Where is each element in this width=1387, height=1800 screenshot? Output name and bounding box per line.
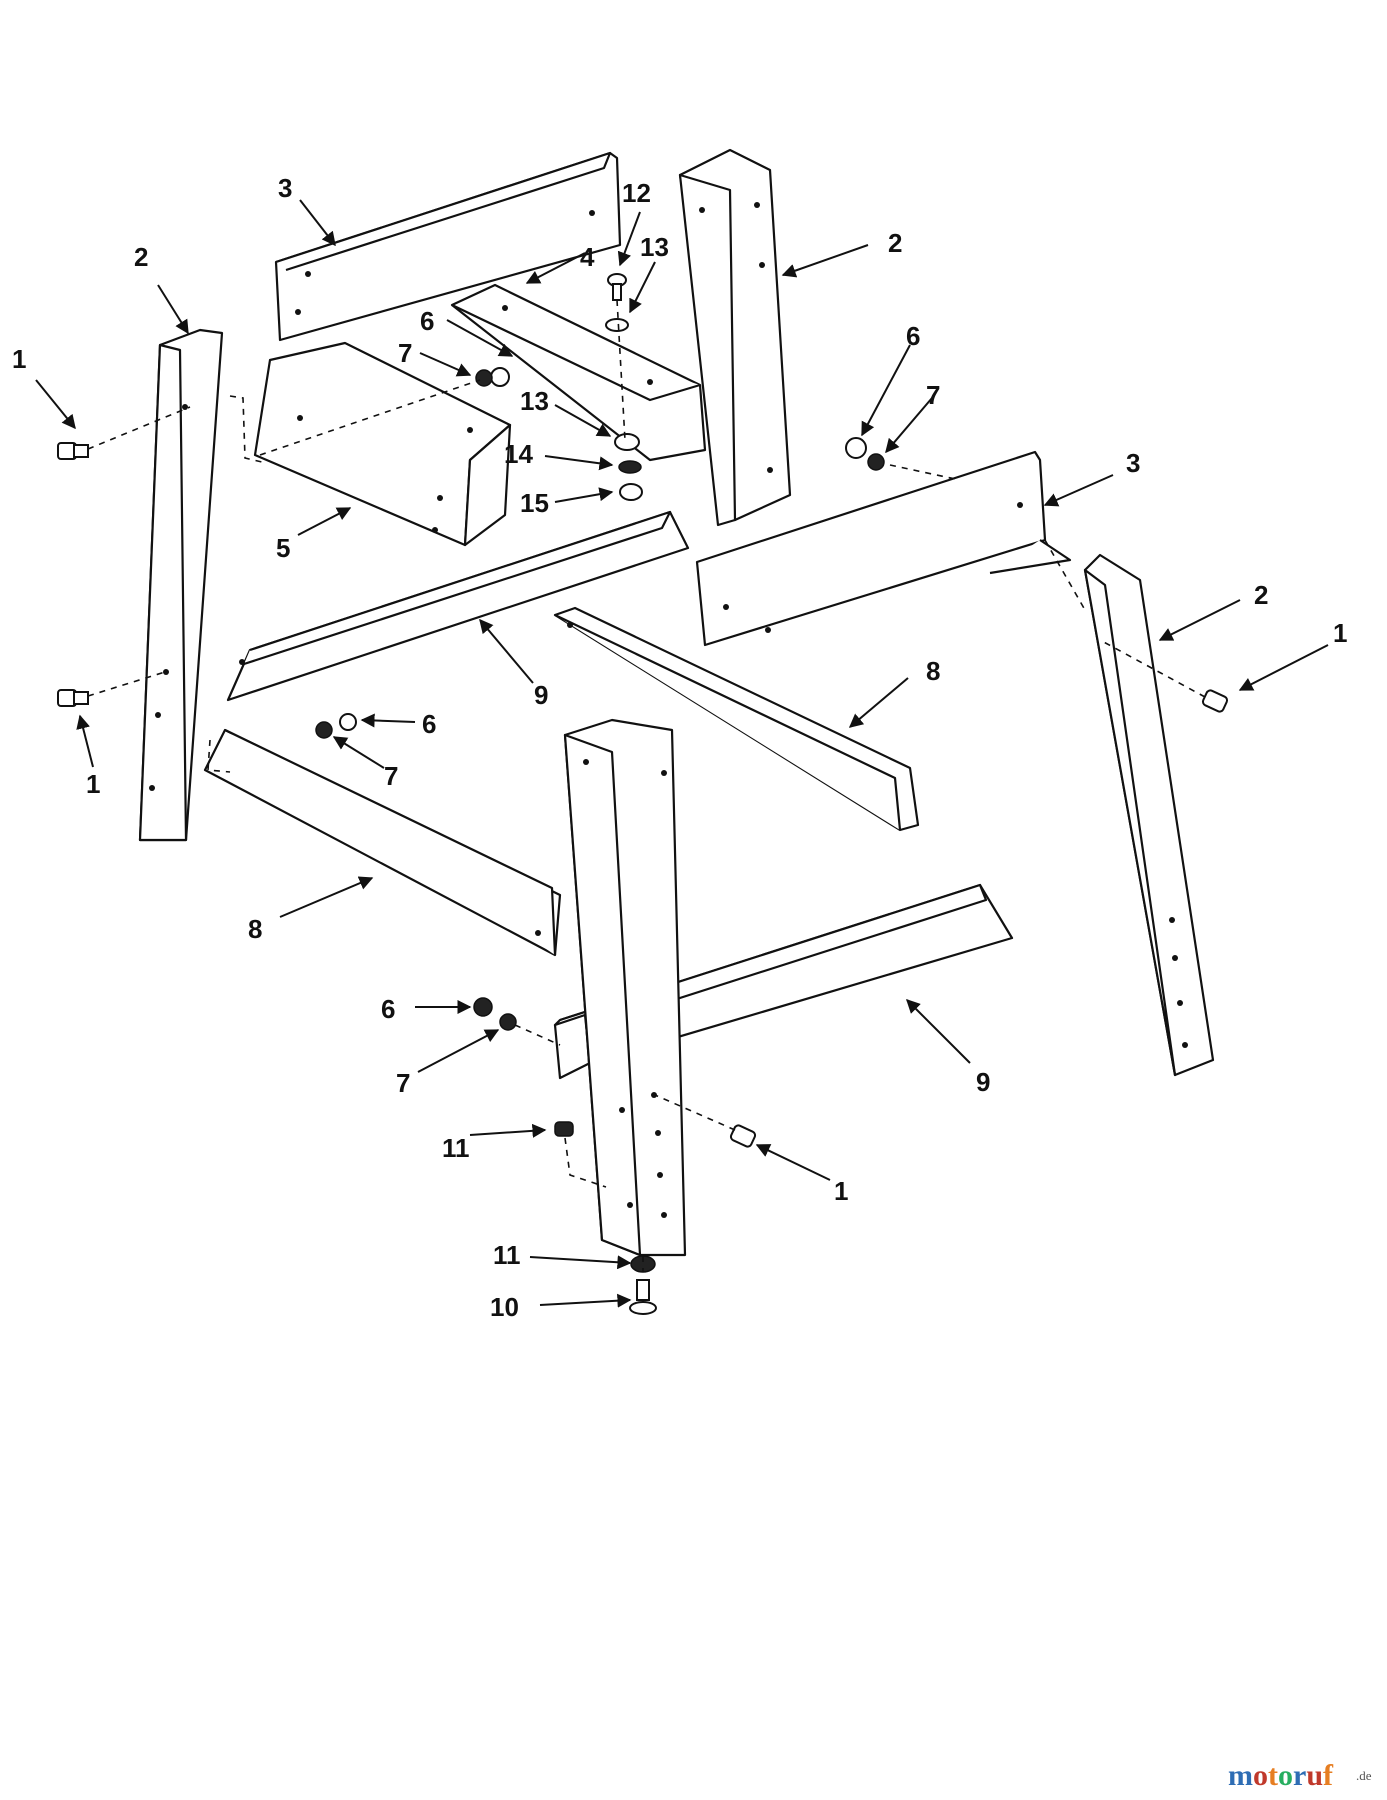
mount-box — [253, 341, 512, 547]
leg-right-front — [1083, 553, 1215, 1077]
callout-3: 3 — [278, 173, 292, 203]
leg-left-front — [563, 718, 687, 1257]
watermark-logo: motoruf .de — [1228, 1759, 1372, 1792]
callout-13: 13 — [520, 386, 549, 416]
lockwasher-icon — [867, 453, 885, 471]
stretcher-lower-left — [203, 728, 562, 957]
callout-11: 11 — [493, 1240, 521, 1270]
callout-6: 6 — [381, 994, 395, 1024]
leaders — [35, 199, 1329, 1308]
hardware — [57, 273, 1229, 1315]
bolt-icon — [57, 442, 89, 460]
callout-7: 7 — [384, 761, 398, 791]
lockwasher-icon — [499, 1013, 517, 1031]
stretcher-upper-left — [226, 510, 690, 702]
callout-2: 2 — [134, 242, 148, 272]
callout-9: 9 — [976, 1067, 990, 1097]
callout-6: 6 — [420, 306, 434, 336]
leg-right-rear — [678, 148, 792, 527]
callout-14: 14 — [504, 439, 533, 469]
callout-15: 15 — [520, 488, 549, 518]
callout-1: 1 — [86, 769, 100, 799]
callout-3: 3 — [1126, 448, 1140, 478]
lockwasher-icon — [475, 369, 493, 387]
callout-2: 2 — [888, 228, 902, 258]
callout-7: 7 — [396, 1068, 410, 1098]
callout-4: 4 — [580, 242, 595, 272]
callout-2: 2 — [1254, 580, 1268, 610]
callout-9: 9 — [534, 680, 548, 710]
callout-8: 8 — [926, 656, 940, 686]
callout-1: 1 — [1333, 618, 1347, 648]
callout-6: 6 — [906, 321, 920, 351]
bolt-icon — [1201, 689, 1229, 713]
foot-glide-icon — [629, 1279, 657, 1315]
callout-1: 1 — [834, 1176, 848, 1206]
callout-12: 12 — [622, 178, 651, 208]
bolt-icon — [607, 273, 627, 301]
washer-icon — [605, 318, 629, 332]
callout-11: 11 — [442, 1133, 470, 1163]
callout-7: 7 — [926, 380, 940, 410]
washer-icon — [614, 433, 640, 451]
watermark-brand: motoruf — [1228, 1759, 1334, 1792]
callout-7: 7 — [398, 338, 412, 368]
callout-13: 13 — [640, 232, 669, 262]
lockwasher-icon — [618, 460, 642, 474]
nut-icon — [490, 367, 510, 387]
bolt-icon — [57, 689, 89, 707]
callout-1: 1 — [12, 344, 26, 374]
callouts: 1 1 1 1 2 2 2 3 3 4 5 6 6 6 6 7 7 7 7 8 … — [12, 173, 1347, 1322]
glide-nut-icon — [554, 1121, 574, 1137]
nut-icon — [339, 713, 357, 731]
callout-5: 5 — [276, 533, 290, 563]
apron-top-rear — [274, 151, 622, 342]
nut-icon — [619, 483, 643, 501]
callout-8: 8 — [248, 914, 262, 944]
assembly-lines — [87, 299, 1206, 1272]
bolt-icon — [729, 1124, 757, 1148]
bracket-upper — [450, 283, 707, 462]
callout-10: 10 — [490, 1292, 519, 1322]
stretcher-middle — [553, 606, 920, 832]
nut-icon — [473, 997, 493, 1017]
leg-left-rear — [138, 328, 224, 842]
watermark-tld: .de — [1356, 1768, 1372, 1783]
lockwasher-icon — [315, 721, 333, 739]
callout-6: 6 — [422, 709, 436, 739]
nut-icon — [845, 437, 867, 459]
apron-right — [695, 450, 1072, 647]
